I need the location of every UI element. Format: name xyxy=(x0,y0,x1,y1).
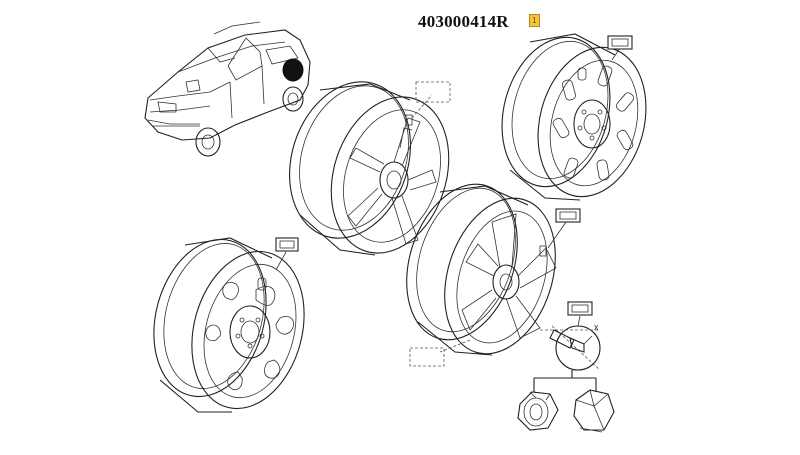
ref-box-dashed-multi-spoke[interactable] xyxy=(415,81,451,103)
lug-nut-capped[interactable] xyxy=(573,389,615,433)
ref-box-five-spoke[interactable] xyxy=(555,208,581,223)
lug-nut-open[interactable] xyxy=(517,391,559,431)
leader-line-steel-top xyxy=(611,47,621,61)
alloy-wheel-five-spoke[interactable] xyxy=(388,170,574,368)
leader-line-bolt xyxy=(577,315,581,327)
ref-box-bolt[interactable] xyxy=(567,301,593,316)
ref-box-steel-top[interactable] xyxy=(607,35,633,50)
part-number-label: 403000414R xyxy=(418,12,509,31)
leader-line-multi-spoke xyxy=(411,94,433,119)
axis-mark-label: x xyxy=(594,322,599,332)
alloy-wheel-multi-spoke[interactable] xyxy=(270,66,468,268)
part-marker-badge[interactable]: 1 xyxy=(529,14,540,27)
wheel-bolt[interactable] xyxy=(540,325,601,371)
steel-wheel-bottom-left[interactable] xyxy=(137,227,321,422)
vehicle-illustration xyxy=(144,21,311,157)
hardware-connector xyxy=(533,370,597,392)
leader-line-five-spoke-lower xyxy=(439,339,471,353)
steel-wheel-top-right[interactable] xyxy=(486,25,662,209)
leader-line-steel-bottom xyxy=(275,251,287,271)
spare-wheel-marker xyxy=(282,58,304,82)
ref-box-dashed-five-spoke[interactable] xyxy=(409,347,445,367)
ref-box-steel-bottom[interactable] xyxy=(275,237,299,252)
leader-line-five-spoke-upper xyxy=(547,221,567,249)
